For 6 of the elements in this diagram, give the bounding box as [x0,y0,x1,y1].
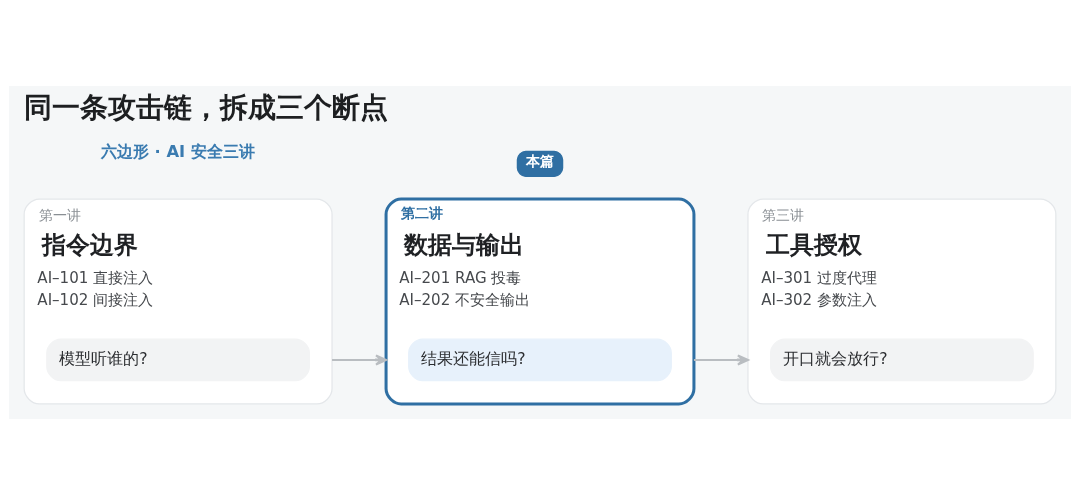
label: 六边形 · AI 安全三讲 [100,141,255,161]
diagram-title: 同一条攻击链，拆成三个断点 [24,90,389,124]
arrow [693,353,749,365]
node-box: 本篇 [516,150,564,177]
node-box: 结果还能信吗? [408,338,672,381]
arrow [332,353,388,365]
